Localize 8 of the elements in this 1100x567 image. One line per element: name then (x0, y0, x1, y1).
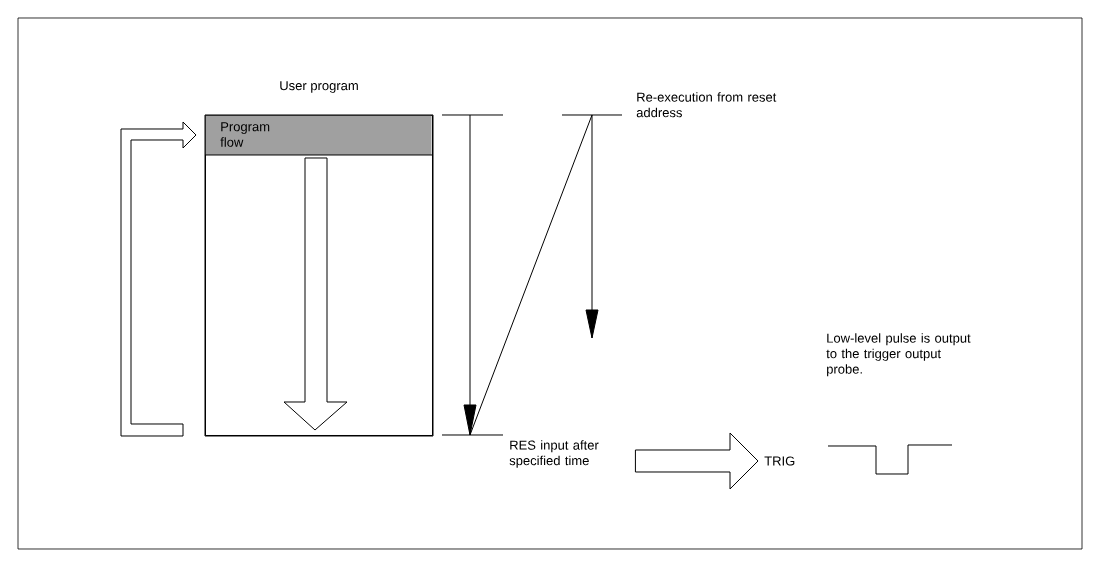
label-text: Low-level pulse is output to the trigger output probe. (826, 333, 971, 377)
signal-name: TRIG (764, 456, 795, 466)
label-text: Re-execution from reset address (636, 92, 777, 118)
note-text: RES input after specified time (509, 440, 599, 468)
label-text: Program flow (220, 122, 270, 147)
node-label: User program (280, 81, 358, 93)
loop-arrow (120, 121, 197, 437)
block-arrow (634, 432, 759, 490)
